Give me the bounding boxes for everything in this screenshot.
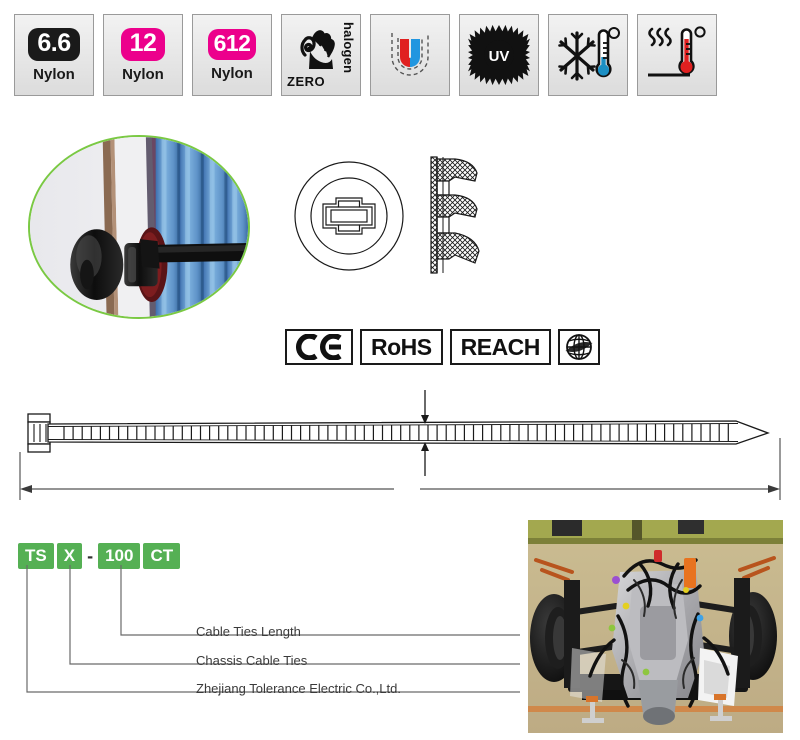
product-photo-circle: [28, 135, 250, 319]
feature-icon-cold-resistant: [548, 14, 628, 96]
feature-icon-nylon-12: 12 Nylon: [103, 14, 183, 96]
part-segment-length: 100: [98, 543, 141, 569]
part-number-row: TS X - 100 CT: [18, 543, 181, 569]
halogen-text-label: halogen: [341, 22, 356, 74]
globe-icon: [564, 332, 594, 362]
feature-icon-anti-magnetic: [370, 14, 450, 96]
heat-thermometer-icon: [644, 23, 710, 87]
feature-icon-zero-halogen: ZERO halogen: [281, 14, 361, 96]
feature-icon-uv-resistant: UV: [459, 14, 539, 96]
product-photo-image: [30, 137, 248, 317]
application-photo-image: [528, 520, 783, 733]
legend-label-type: Chassis Cable Ties: [196, 653, 308, 668]
feature-icon-nylon-612: 612 Nylon: [192, 14, 272, 96]
ce-mark-icon: [296, 334, 342, 360]
dimension-diagram: W L: [0, 390, 800, 510]
rohs-label: RoHS: [371, 333, 432, 360]
part-segment-suffix: CT: [143, 543, 181, 569]
part-segment-prefix: TS: [18, 543, 54, 569]
certification-reach: REACH: [449, 329, 551, 365]
uv-sun-icon: UV: [468, 24, 530, 86]
ok-hand-icon: [295, 25, 339, 73]
legend-leader-lines: [26, 565, 520, 693]
magnet-icon: [378, 23, 442, 87]
certification-ce: [285, 329, 353, 365]
part-segment-dash: -: [87, 545, 94, 566]
legend-label-company: Zhejiang Tolerance Electric Co.,Ltd.: [196, 681, 401, 696]
material-grade-chip: 12: [120, 27, 166, 61]
feature-icon-nylon-66: 6.6 Nylon: [14, 14, 94, 96]
application-photo: [528, 520, 783, 733]
reach-label: REACH: [460, 333, 541, 360]
snowflake-thermometer-icon: [555, 23, 621, 87]
svg-text:UV: UV: [489, 48, 510, 65]
part-segment-series: X: [56, 543, 83, 569]
material-grade-chip: 612: [207, 28, 257, 60]
certification-row: RoHS REACH: [285, 329, 600, 365]
feature-icon-row: 6.6 Nylon 12 Nylon 612 Nylon: [14, 14, 717, 96]
feature-icon-heat-resistant: [637, 14, 717, 96]
certification-globe: [557, 329, 600, 365]
certification-rohs: RoHS: [360, 329, 443, 365]
material-grade-chip: 6.6: [28, 27, 80, 61]
material-name-label: Nylon: [33, 65, 75, 83]
mount-top-view-drawing: [293, 160, 405, 272]
material-name-label: Nylon: [211, 64, 253, 82]
material-name-label: Nylon: [122, 65, 164, 83]
mount-cross-section-drawing: [425, 155, 487, 277]
legend-label-length: Cable Ties Length: [196, 624, 301, 639]
zero-text-label: ZERO: [287, 74, 326, 89]
